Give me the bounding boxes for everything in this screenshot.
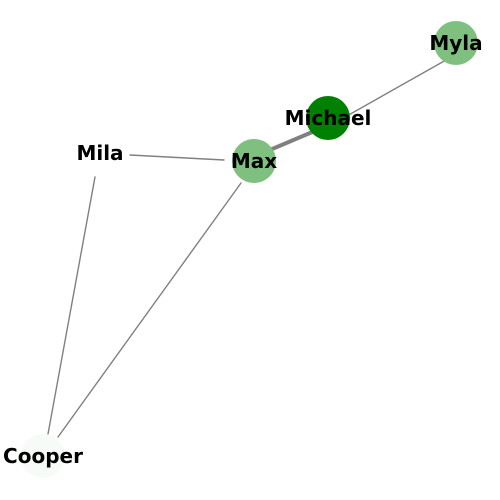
node-label-mila: Mila [76,141,123,165]
node-max[interactable] [232,139,276,183]
edge-max-cooper [57,182,242,438]
node-label-michael: Michael [285,106,372,130]
edge-mila-max [129,154,225,161]
edge-mila-cooper [47,176,96,435]
node-label-myla: Myla [429,31,482,55]
node-label-cooper: Cooper [3,444,83,468]
nodes-layer [21,21,478,478]
node-cooper[interactable] [21,434,65,478]
edge-myla-michael [337,59,447,122]
node-michael[interactable] [306,96,350,140]
node-mila[interactable] [78,131,122,175]
node-myla[interactable] [434,21,478,65]
node-label-max: Max [231,149,277,173]
edges-layer [47,59,447,438]
